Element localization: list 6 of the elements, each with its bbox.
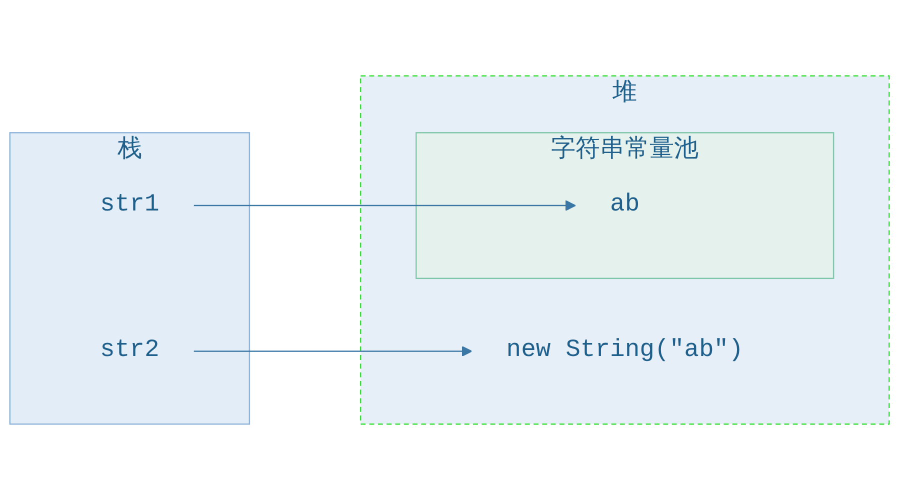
arrow	[194, 346, 472, 357]
arrow	[194, 200, 576, 211]
node-text: ab	[610, 190, 640, 220]
node-text: str2	[100, 336, 160, 365]
node-text: str1	[100, 190, 160, 220]
node-text: new String("ab")	[506, 336, 744, 365]
